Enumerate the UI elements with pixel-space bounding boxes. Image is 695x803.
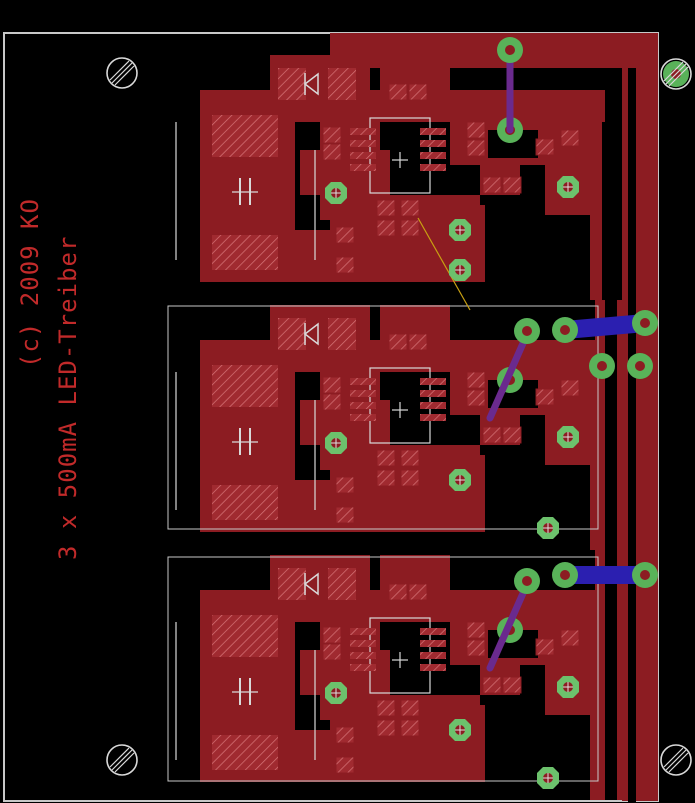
description-label: 3 x 500mA LED-Treiber: [54, 236, 82, 560]
mounting-hole: [660, 744, 692, 776]
mounting-hole: [106, 57, 138, 89]
copyright-label: (c) 2009 KO: [16, 198, 44, 368]
mounting-hole: [106, 744, 138, 776]
